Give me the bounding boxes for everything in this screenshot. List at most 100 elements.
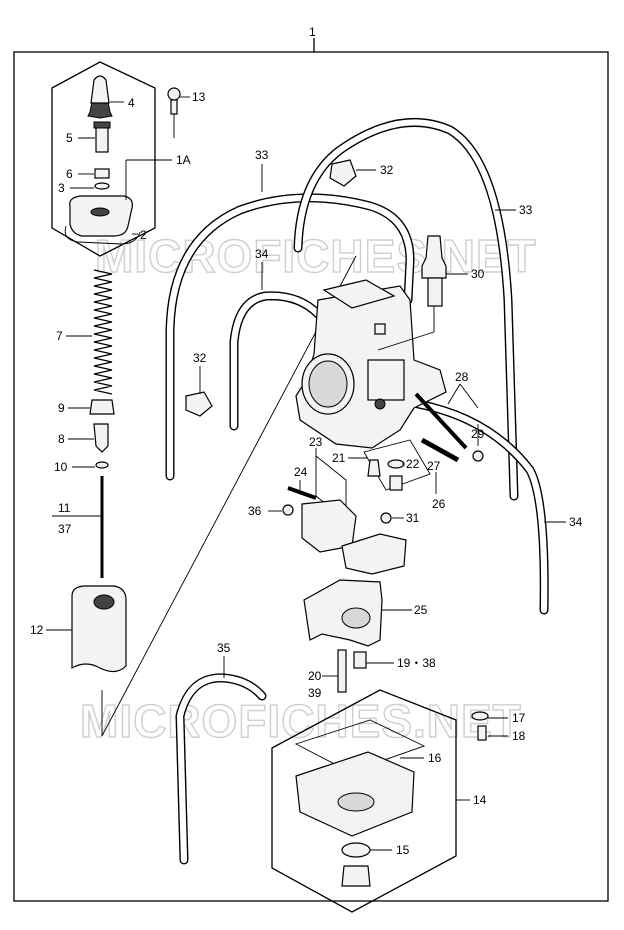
part-12-valve-bore <box>93 594 115 610</box>
part-24-pin <box>287 486 317 500</box>
carburetor-detail-bolt <box>374 398 386 410</box>
part-25-bore <box>341 607 371 629</box>
label-21: 21 <box>332 451 346 465</box>
guide-30b <box>377 331 435 351</box>
label-13: 13 <box>192 90 206 104</box>
label-18: 18 <box>512 729 526 743</box>
label-4: 4 <box>128 96 135 110</box>
part-17-washer <box>471 711 489 721</box>
part-34-hose-upper-inner <box>230 292 322 430</box>
label-29: 29 <box>471 427 485 441</box>
part-7-spring <box>93 269 113 395</box>
label-31: 31 <box>406 511 420 525</box>
part-9-seat <box>89 399 115 415</box>
part-13-screw-head <box>167 87 181 101</box>
part-20-needle-jet <box>337 649 347 693</box>
label-9: 9 <box>58 401 65 415</box>
label-1: 1 <box>309 25 316 39</box>
label-32-left: 32 <box>193 351 207 365</box>
subassembly-14-hexagon <box>271 689 457 913</box>
part-12-throttle-valve <box>71 585 127 673</box>
part-2-gasket <box>64 225 141 245</box>
part-19-main-jet <box>353 651 367 669</box>
part-22-o-ring <box>387 459 405 469</box>
part-33-hose-right-inner <box>294 119 518 500</box>
label-33-right: 33 <box>519 203 533 217</box>
label-11: 11 <box>58 501 71 515</box>
part-30-plunger-stem <box>427 277 443 307</box>
part-labels: 1 4 13 5 1A 6 3 2 7 9 8 10 11 37 12 33 3… <box>30 25 583 857</box>
part-21-jet-body <box>389 475 403 491</box>
carburetor-side-block <box>367 359 405 401</box>
subassembly-21-bracket <box>363 439 431 491</box>
label-39: 39 <box>308 686 322 700</box>
label-33-left: 33 <box>255 148 269 162</box>
label-2: 2 <box>140 228 147 242</box>
part-29-o-ring <box>472 450 484 462</box>
part-34-hose-right-inner <box>414 400 548 614</box>
part-16-gasket <box>294 719 426 773</box>
part-8-needle-holder <box>93 423 109 453</box>
label-16: 16 <box>428 751 442 765</box>
label-10: 10 <box>54 460 68 474</box>
label-20: 20 <box>308 669 322 683</box>
part-21-jet <box>367 459 381 477</box>
part-23-float-right <box>341 533 407 575</box>
label-34-right: 34 <box>569 515 583 529</box>
part-4-cap-body <box>90 75 110 104</box>
label-15: 15 <box>396 843 410 857</box>
label-17: 17 <box>512 711 526 725</box>
part-13-screw-shank <box>170 99 178 115</box>
part-1a-cover-hole <box>90 207 110 217</box>
label-35: 35 <box>217 641 231 655</box>
label-36: 36 <box>248 504 262 518</box>
label-8: 8 <box>58 432 65 446</box>
part-4-cap <box>87 101 113 119</box>
part-14-bowl-boss <box>337 792 375 812</box>
label-26: 26 <box>432 497 446 511</box>
part-3-washer <box>94 182 110 190</box>
part-31-screw <box>380 512 392 524</box>
part-30-plunger <box>421 235 447 279</box>
part-6-nut <box>94 168 110 179</box>
label-25: 25 <box>414 603 428 617</box>
label-7: 7 <box>56 329 63 343</box>
part-15-o-ring <box>341 842 371 858</box>
assembly-guide-diagonal <box>101 255 357 737</box>
label-37: 37 <box>58 522 72 536</box>
label-14: 14 <box>473 793 487 807</box>
part-32-clamp-top <box>329 159 357 187</box>
label-24: 24 <box>294 465 308 479</box>
carburetor-top-flange <box>322 279 396 309</box>
part-5-adjuster-top <box>93 121 111 129</box>
label-32-top: 32 <box>380 163 394 177</box>
watermark-bottom: MICROFICHES.NET <box>80 695 522 747</box>
label-23: 23 <box>309 435 323 449</box>
diagram-frame <box>13 51 609 902</box>
leader-28b <box>447 383 461 405</box>
label-19-38: 19・38 <box>397 656 436 670</box>
part-10-clip <box>95 461 109 469</box>
part-36-screw <box>282 504 294 516</box>
carburetor-intake-bore-inner <box>308 360 348 408</box>
carburetor-small-cap <box>374 323 386 335</box>
label-1a: 1A <box>176 153 191 167</box>
label-27: 27 <box>427 459 441 473</box>
label-3: 3 <box>58 181 65 195</box>
part-33-hose-left-inner <box>166 194 414 480</box>
part-25-float-bracket <box>303 579 383 647</box>
part-28-screw <box>414 392 468 450</box>
label-22: 22 <box>406 457 420 471</box>
subassembly-1a-hexagon <box>51 61 156 257</box>
label-28: 28 <box>455 370 469 384</box>
spring-coil <box>93 269 113 395</box>
part-18-screw <box>477 725 487 741</box>
part-32-clamp-left <box>185 391 213 417</box>
label-30: 30 <box>471 267 485 281</box>
leader-28 <box>459 383 479 409</box>
part-27-screw <box>420 437 460 463</box>
label-5: 5 <box>66 131 73 145</box>
label-6: 6 <box>66 167 73 181</box>
label-34-upper: 34 <box>255 247 269 261</box>
